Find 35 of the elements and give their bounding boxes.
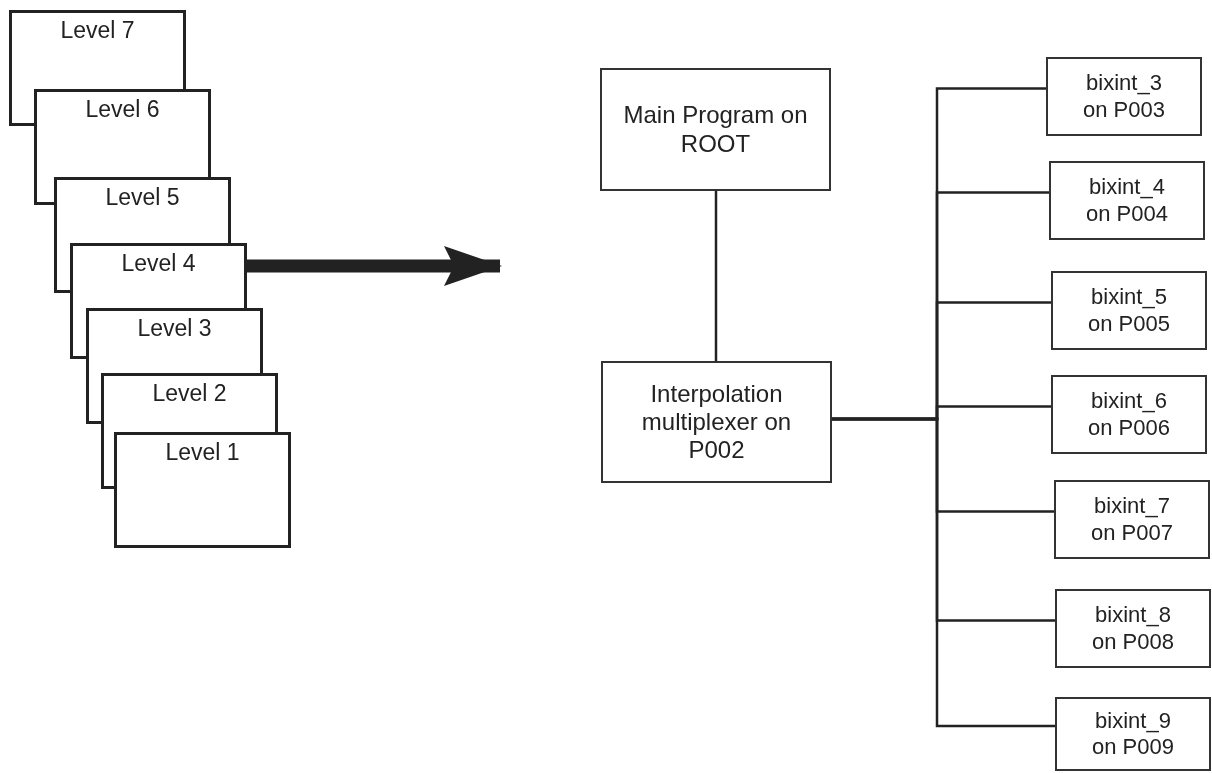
box-label: Level 7 [60,17,135,44]
process-box [1055,589,1211,668]
connector-line [832,417,1055,728]
box-label: bixint_6 on P006 [1087,388,1171,441]
box-label: bixint_7 on P007 [1090,493,1174,546]
box-label: bixint_4 on P004 [1085,174,1169,227]
box-label: Level 3 [137,315,212,342]
process-box [1051,375,1207,454]
stacked-page-box [34,89,211,177]
process-box [1049,161,1205,240]
connector-line [714,191,718,361]
box-label: Level 2 [152,380,227,407]
process-box [600,68,831,191]
box-label: Level 6 [85,96,160,123]
stacked-page-box [114,432,291,548]
box-label: bixint_3 on P003 [1082,70,1166,123]
box-label: Level 4 [121,250,196,277]
process-box [601,361,832,483]
box-label: bixint_9 on P009 [1091,707,1175,761]
stacked-page-box [54,177,231,243]
block-arrow [247,246,502,286]
stacked-page-box [101,373,278,432]
stacked-page-box [70,243,247,308]
box-label: Main Program on ROOT [622,101,809,158]
stacked-page-box [9,10,186,89]
stacked-page-box [86,308,263,373]
process-box [1051,271,1207,350]
process-box [1055,697,1211,771]
process-box [1046,57,1202,136]
process-box [1054,480,1210,559]
box-label: bixint_5 on P005 [1087,284,1171,337]
box-label: Interpolation multiplexer on P002 [640,379,793,465]
box-label: bixint_8 on P008 [1091,602,1175,655]
box-label: Level 1 [165,439,240,466]
box-label: Level 5 [105,184,180,211]
